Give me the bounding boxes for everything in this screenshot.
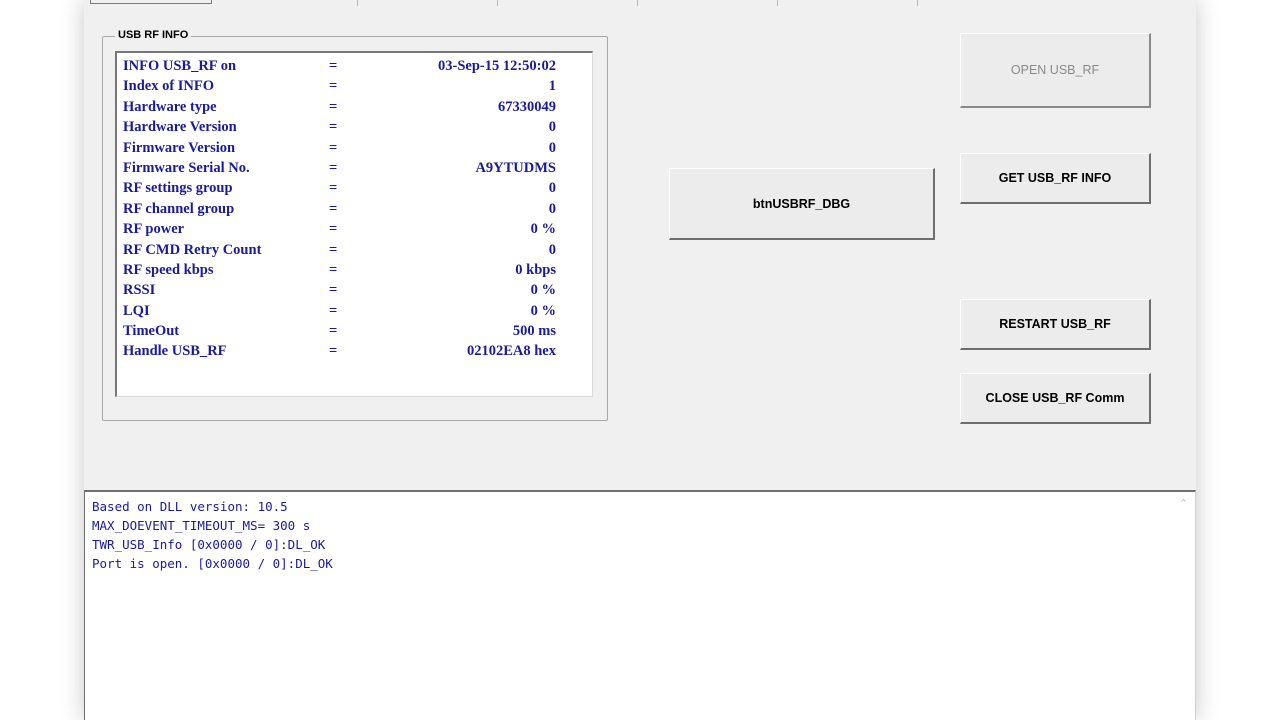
info-key: LQI: [123, 302, 150, 319]
info-row: Firmware Version = 0: [123, 138, 592, 158]
restart-usb-rf-button[interactable]: RESTART USB_RF: [960, 299, 1151, 350]
info-key: RF channel group: [123, 200, 235, 217]
info-key: RF speed kbps: [123, 261, 214, 278]
info-key: Handle USB_RF: [123, 343, 227, 360]
info-value: 0: [548, 119, 556, 136]
info-value: 0 %: [530, 302, 556, 319]
info-row: Hardware Version = 0: [123, 117, 592, 137]
tab-2[interactable]: [218, 0, 358, 6]
log-line: Based on DLL version: 10.5: [92, 499, 288, 514]
info-value: 03-Sep-15 12:50:02: [437, 58, 556, 74]
group-title: USB RF INFO: [115, 29, 192, 41]
log-line: Port is open. [0x0000 / 0]:DL_OK: [92, 556, 333, 571]
info-row: INFO USB_RF on = 03-Sep-15 12:50:02: [123, 56, 592, 76]
info-value: 0 %: [530, 282, 556, 299]
info-equals: =: [329, 78, 338, 95]
info-row: RF power = 0 %: [123, 219, 592, 239]
info-row: RF CMD Retry Count = 0: [123, 240, 592, 260]
info-row: Handle USB_RF = 02102EA8 hex: [123, 341, 592, 361]
info-value: 0 %: [530, 221, 556, 238]
info-equals: =: [329, 139, 338, 156]
info-value: 67330049: [498, 98, 556, 115]
info-equals: =: [329, 221, 338, 238]
info-value: 1: [548, 78, 556, 95]
info-key: INFO USB_RF on: [123, 58, 237, 74]
info-value: 0 kbps: [515, 261, 556, 278]
info-equals: =: [329, 180, 338, 197]
info-equals: =: [329, 343, 338, 360]
info-equals: =: [329, 241, 338, 258]
info-row: RF channel group = 0: [123, 199, 592, 219]
tab-strip: [84, 0, 1196, 8]
info-row: RF settings group = 0: [123, 178, 592, 198]
usb-rf-info-group: USB RF INFO INFO USB_RF on = 03-Sep-15 12:…: [102, 29, 608, 421]
info-key: RSSI: [123, 282, 156, 299]
info-equals: =: [329, 58, 338, 74]
debug-button[interactable]: btnUSBRF_DBG: [669, 168, 935, 240]
info-equals: =: [329, 200, 338, 217]
info-key: Firmware Version: [123, 139, 236, 156]
info-key: Index of INFO: [123, 78, 215, 95]
get-usb-rf-info-button[interactable]: GET USB_RF INFO: [960, 153, 1151, 204]
info-equals: =: [329, 323, 338, 340]
tab-active[interactable]: [90, 0, 212, 4]
info-row: Index of INFO = 1: [123, 76, 592, 96]
info-value: 0: [548, 180, 556, 197]
info-row: Hardware type = 67330049: [123, 97, 592, 117]
info-key: TimeOut: [123, 323, 180, 340]
info-equals: =: [329, 159, 338, 176]
info-equals: =: [329, 119, 338, 136]
info-equals: =: [329, 282, 338, 299]
log-line: MAX_DOEVENT_TIMEOUT_MS= 300 s: [92, 518, 311, 533]
open-usb-rf-button[interactable]: OPEN USB_RF: [960, 33, 1151, 108]
tab-4[interactable]: [498, 0, 638, 6]
info-row: LQI = 0 %: [123, 301, 592, 321]
tab-6[interactable]: [778, 0, 918, 6]
info-value: 0: [548, 200, 556, 217]
info-equals: =: [329, 302, 338, 319]
info-equals: =: [329, 98, 338, 115]
tab-5[interactable]: [638, 0, 778, 6]
info-key: RF power: [123, 221, 185, 238]
tab-3[interactable]: [358, 0, 498, 6]
info-value: 500 ms: [512, 323, 556, 340]
info-value: 0: [548, 139, 556, 156]
info-key: Hardware Version: [123, 119, 237, 136]
chevron-up-icon[interactable]: ⌃: [1178, 496, 1189, 510]
close-usb-rf-comm-button[interactable]: CLOSE USB_RF Comm: [960, 373, 1151, 424]
info-row: RSSI = 0 %: [123, 280, 592, 300]
info-key: RF settings group: [123, 180, 233, 197]
info-value: A9YTUDMS: [475, 159, 556, 176]
info-key: RF CMD Retry Count: [123, 241, 262, 258]
log-line: TWR_USB_Info [0x0000 / 0]:DL_OK: [92, 537, 326, 552]
log-scrollbar[interactable]: ⌃: [1172, 492, 1195, 720]
info-row: Firmware Serial No. = A9YTUDMS: [123, 158, 592, 178]
info-equals: =: [329, 261, 338, 278]
info-key: Hardware type: [123, 98, 217, 115]
info-row: TimeOut = 500 ms: [123, 321, 592, 341]
info-value: 0: [548, 241, 556, 258]
app-window: USB RF INFO INFO USB_RF on = 03-Sep-15 12:…: [84, 0, 1196, 720]
info-row: RF speed kbps = 0 kbps: [123, 260, 592, 280]
info-key: Firmware Serial No.: [123, 159, 250, 176]
info-value: 02102EA8 hex: [466, 343, 556, 360]
